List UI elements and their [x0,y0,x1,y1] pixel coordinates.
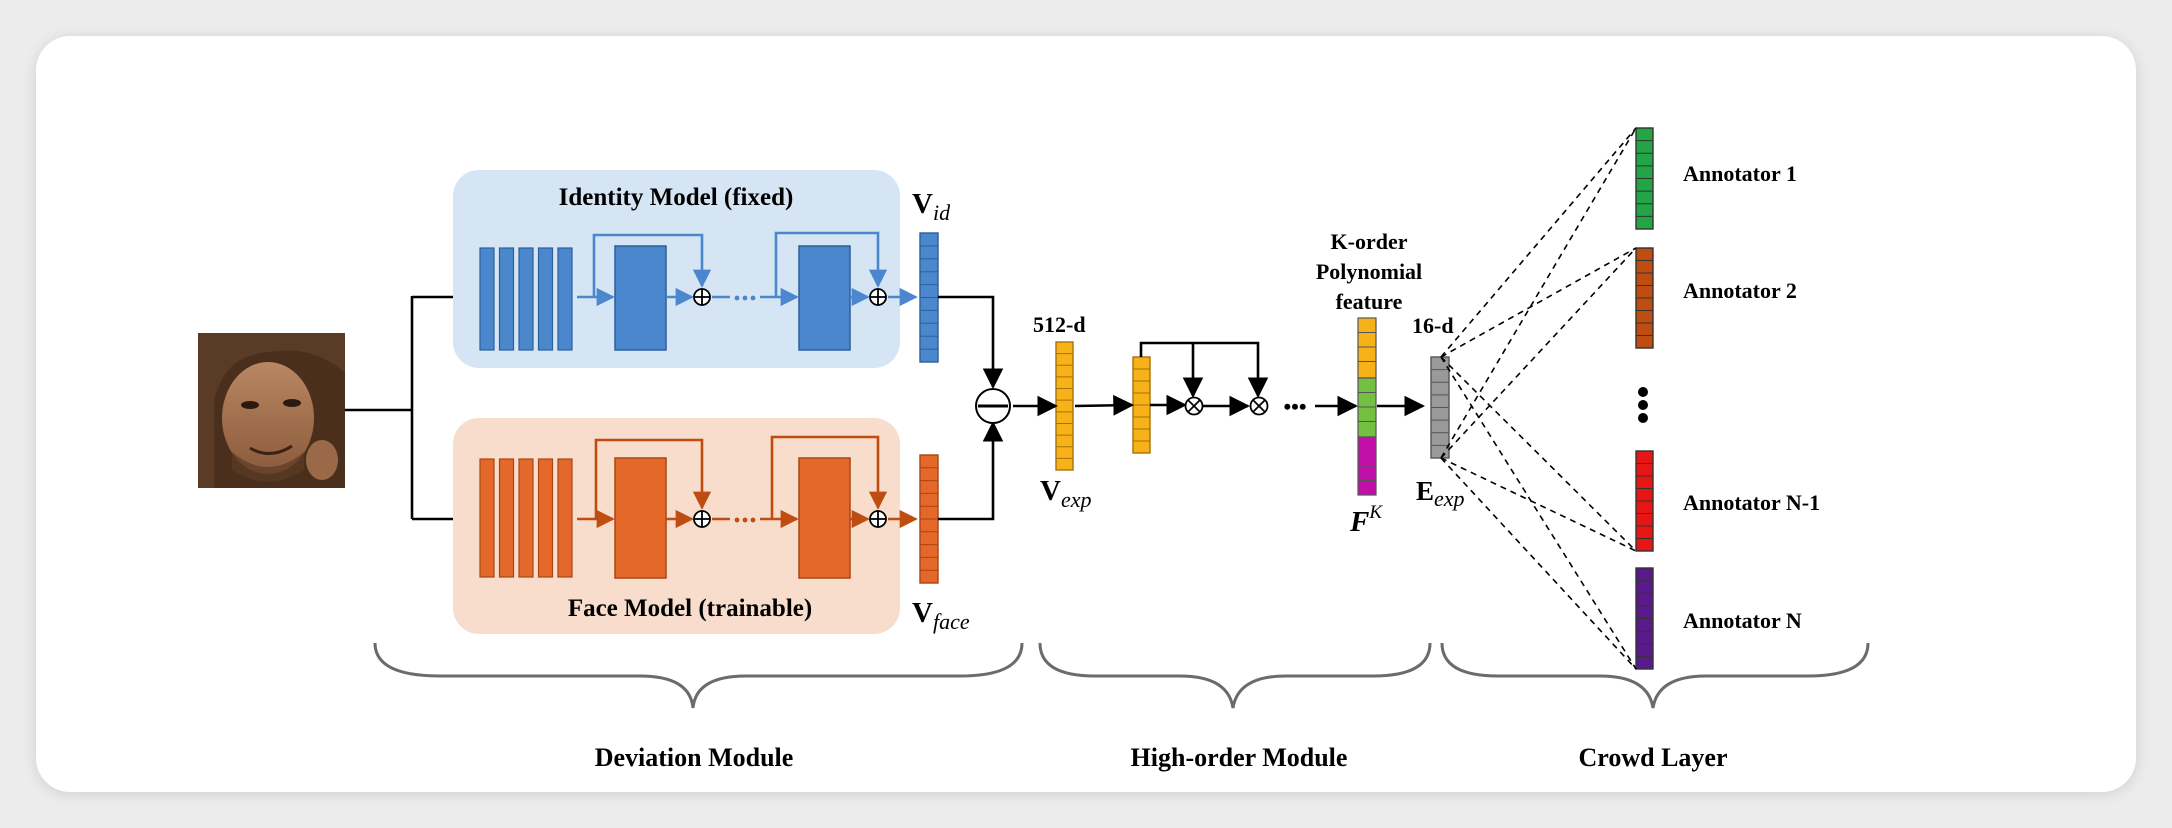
v-exp-vector-body [1055,341,1074,471]
crowd-connection-line [1440,457,1637,552]
crowd-connections [1440,127,1637,670]
module-label-high-order: High-order Module [1131,743,1348,772]
annotator-1-vector [1635,127,1654,230]
high-order-brace [1038,642,1432,709]
identity-model-title: Identity Model (fixed) [559,184,794,211]
fk-segment [1357,317,1377,379]
face-ellipsis [734,517,756,523]
annotator-2-vector [1635,247,1654,349]
deviation-connector [938,295,1426,521]
v-exp-vector [1055,341,1074,471]
annotator-label-n: Annotator N [1683,608,1802,633]
deviation-brace [373,642,1024,709]
identity-res-block-2 [798,245,851,351]
multiply-node-icon [1184,396,1204,416]
module-braces [373,642,1870,709]
crowd-connection-line [1440,127,1637,358]
identity-conv-layer [537,247,554,351]
face-conv-layer [518,458,534,578]
face-conv-layer [498,458,515,578]
face-conv-layer [537,458,554,578]
v-id-vector [919,232,939,363]
identity-ellipsis [734,295,756,301]
sum-node-icon [869,510,887,528]
crowd-connection-line [1440,457,1637,670]
v-face-vector [919,454,939,584]
identity-res-block-1 [614,245,667,351]
face-photo [198,333,345,488]
identity-conv-stack [479,247,573,351]
face-conv-layer [557,458,573,578]
module-label-crowd: Crowd Layer [1578,743,1727,772]
crowd-connection-line [1440,247,1637,459]
face-model-title: Face Model (trainable) [568,595,812,622]
fk-segment [1357,377,1377,438]
identity-conv-layer [498,247,515,351]
face-res-block-1 [614,457,667,579]
crowd-connection-line [1440,356,1637,552]
v-id-label: Vid [912,188,951,225]
face-res-block-2 [798,457,851,579]
identity-conv-layer [518,247,534,351]
annotator-label-2: Annotator 2 [1683,278,1797,303]
polynomial-caption-3: feature [1336,289,1403,314]
e-exp-dim: 16-d [1412,313,1454,338]
multiply-node-icon [1249,396,1269,416]
e-exp-vector [1430,356,1450,459]
module-label-deviation: Deviation Module [595,743,794,772]
fk-label: FK [1349,502,1383,538]
v-exp-dim: 512-d [1033,312,1086,337]
subtract-node-icon [975,388,1011,424]
annotator-ellipsis [1638,387,1648,423]
v-exp-label: Vexp [1040,475,1091,512]
annotator-label-1: Annotator 1 [1683,161,1797,186]
polynomial-caption-2: Polynomial [1316,259,1422,284]
face-model-panel: Face Model (trainable) [453,418,918,634]
annotator-n-vector [1635,567,1654,670]
identity-conv-layer [479,247,495,351]
crowd-connection-line [1440,127,1637,459]
face-conv-layer [479,458,495,578]
high-order-ellipsis: ••• [1283,394,1306,419]
crowd-connection-line [1440,247,1637,358]
sum-node-icon [693,288,711,306]
crowd-connection-line [1440,356,1637,670]
annotator-label-n-1: Annotator N-1 [1683,490,1820,515]
sum-node-icon [869,288,887,306]
identity-model-panel: Identity Model (fixed) [453,170,918,368]
face-conv-stack [479,458,573,578]
e-exp-label: Eexp [1416,476,1465,511]
identity-conv-layer [557,247,573,351]
feature-vectors [919,127,1654,670]
v-exp-copy-vector [1132,356,1151,454]
polynomial-caption-1: K-order [1331,229,1408,254]
annotator-n-1-vector [1635,450,1654,552]
crowd-brace [1440,642,1870,709]
v-face-label: Vface [912,597,970,634]
fk-vector [1357,317,1377,496]
sum-node-icon [693,510,711,528]
